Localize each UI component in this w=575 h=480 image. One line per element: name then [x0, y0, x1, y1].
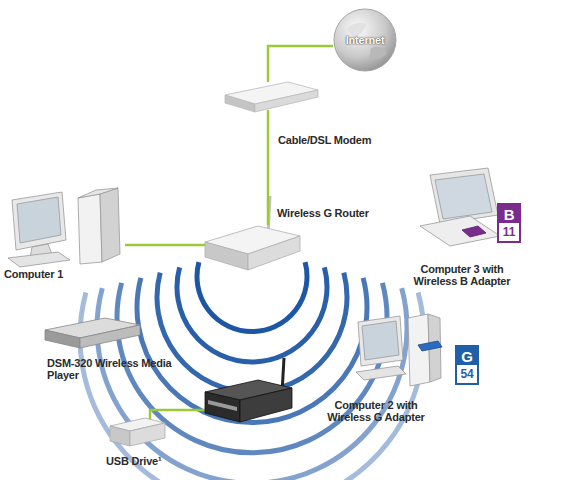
drive-side — [130, 423, 165, 446]
wave-arc — [137, 278, 367, 423]
router-front — [205, 242, 248, 270]
player-side — [80, 325, 140, 348]
storage-device-illustration — [205, 358, 292, 422]
media-player-illustration — [45, 318, 140, 348]
router-side — [248, 236, 300, 270]
wave-arc — [197, 262, 307, 331]
badge-text: 54 — [457, 367, 477, 381]
laptop-device: Computer 3 with Wireless B Adapter — [420, 168, 500, 246]
usb-drive-device: USB Drive¹ — [110, 418, 165, 446]
network-cable — [268, 46, 333, 82]
usb-cable — [150, 410, 207, 421]
device-front — [205, 392, 240, 422]
internet-globe: Internet — [333, 8, 397, 72]
monitor — [358, 316, 403, 366]
modem-side — [255, 90, 318, 112]
tower-top — [78, 188, 118, 198]
router-device: Wireless G Router — [205, 225, 300, 270]
computer-3-illustration — [420, 168, 500, 246]
laptop-lid — [430, 168, 498, 224]
wireless-g-adapter — [418, 341, 442, 351]
modem-illustration — [225, 82, 318, 112]
computer-1-illustration — [8, 188, 120, 267]
device-label: Computer 1 — [4, 268, 104, 280]
modem-device: Cable/DSL Modem — [225, 82, 318, 112]
computer-2-illustration — [356, 314, 442, 386]
screen — [435, 174, 492, 219]
globe-circle — [334, 9, 396, 71]
wave-arc — [157, 273, 347, 392]
device-label: DSM-320 Wireless Media Player — [47, 357, 172, 381]
network-cable — [267, 110, 270, 225]
usb-drive-illustration — [110, 418, 165, 446]
laptop-base — [420, 216, 500, 246]
media-player-device: DSM-320 Wireless Media Player — [45, 318, 140, 350]
drive-front — [110, 426, 130, 446]
badge-text: B — [499, 206, 519, 223]
screen — [362, 321, 399, 360]
computer-device: Computer 1 — [5, 185, 125, 265]
device-side — [240, 388, 292, 422]
player-front — [45, 330, 80, 348]
tower-side — [100, 188, 120, 262]
globe-label: Internet — [333, 34, 397, 46]
screen — [17, 197, 61, 243]
badge-text: 11 — [499, 225, 519, 239]
device-label: Cable/DSL Modem — [278, 134, 398, 146]
device-label: Computer 2 with Wireless G Adapter — [320, 399, 432, 423]
wireless-waves — [80, 262, 424, 480]
device-label: Wireless G Router — [277, 207, 397, 219]
computer-device: Computer 2 with Wireless G Adapter — [355, 312, 442, 387]
badge-text: G — [457, 348, 477, 365]
keyboard — [8, 252, 70, 267]
wave-arc — [80, 293, 424, 480]
device-label: Computer 3 with Wireless B Adapter — [406, 263, 518, 287]
globe-continent — [369, 47, 387, 59]
tower-front — [78, 194, 102, 264]
keyboard — [356, 366, 406, 380]
wave-arc — [97, 288, 407, 480]
device-stripe — [208, 400, 237, 411]
wave-arc — [177, 267, 327, 362]
wireless-b-adapter — [462, 226, 486, 237]
modem-front — [225, 95, 255, 112]
network-cable — [125, 244, 205, 247]
device-label: USB Drive¹ — [106, 455, 186, 467]
monitor — [12, 192, 66, 250]
standard-badge: G 54 — [455, 345, 479, 385]
standard-badge: B 11 — [497, 203, 521, 243]
